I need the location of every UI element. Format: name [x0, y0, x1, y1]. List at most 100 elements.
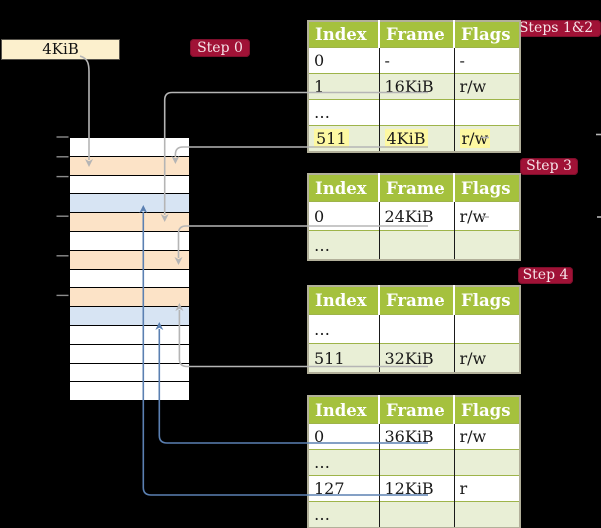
badge-step-3-label: Step 3 [526, 158, 572, 174]
table-row: 511 4KiB r/w [308, 125, 520, 152]
column-header-frame: Frame [378, 396, 454, 424]
badge-step-4: Step 4 [518, 266, 573, 284]
badge-step-3: Step 3 [520, 157, 578, 175]
cell-text: - [384, 51, 390, 70]
cell-frame [378, 501, 454, 528]
column-header-frame: Frame [378, 174, 454, 202]
frame-size-text: 4KiB [42, 40, 79, 58]
cell-flags: r/w [453, 423, 520, 450]
column-header-flags: Flags [453, 174, 520, 202]
cell-text: … [314, 505, 330, 524]
physical-memory-column [69, 137, 190, 402]
cell-frame [378, 449, 454, 476]
memory-frame-row-plain [69, 137, 190, 157]
cell-frame: - [378, 47, 454, 74]
cell-frame: 4KiB [378, 125, 454, 152]
column-header-index: Index [308, 21, 379, 48]
cell-text: … [314, 103, 330, 122]
memory-frame-row-mapped [69, 306, 190, 326]
memory-frame-row-mapped [69, 193, 190, 214]
cell-flags [453, 99, 520, 126]
cell-text: 127 [314, 479, 345, 498]
memory-frame-row-plain [69, 174, 190, 195]
cell-text: 0 [314, 51, 325, 70]
cell-frame: 32KiB [378, 343, 454, 373]
cell-text: r/w [459, 206, 487, 226]
cell-index: … [308, 501, 379, 528]
cell-index: 511 [308, 343, 379, 373]
cell-text: 511 [314, 129, 349, 148]
column-header-index: Index [308, 174, 379, 202]
column-header-index: Index [308, 286, 379, 315]
cell-flags: r/w [453, 73, 520, 100]
cell-flags: r/w [453, 125, 520, 152]
memory-frame-row-plain [69, 324, 190, 345]
table-row: 127 12KiB r [308, 475, 520, 502]
cell-text: r [459, 479, 468, 498]
badge-steps-1-2-label: Steps 1&2 [518, 20, 594, 37]
column-header-flags: Flags [453, 21, 520, 48]
cell-text: 16KiB [384, 77, 434, 96]
cell-text: 0 [314, 427, 325, 446]
column-header-index: Index [308, 396, 379, 424]
cell-frame [378, 314, 454, 344]
memory-frame-row-pagetable [69, 249, 190, 270]
cell-index: … [308, 230, 379, 260]
memory-frame-row-plain [69, 230, 190, 251]
cell-index: 0 [308, 47, 379, 74]
cell-index: … [308, 99, 379, 126]
cell-text: r/w [459, 129, 491, 148]
memory-frame-row-plain [69, 343, 190, 364]
memory-frame-row-pagetable [69, 212, 190, 232]
column-header-flags: Flags [453, 286, 520, 315]
cell-text: - [459, 51, 465, 70]
cell-index: 0 [308, 201, 379, 231]
memory-frame-row-plain [69, 268, 190, 289]
cell-frame: 12KiB [378, 475, 454, 502]
cell-flags: r [453, 475, 520, 502]
cell-text: 12KiB [384, 479, 434, 498]
cell-text: 32KiB [384, 348, 434, 368]
cell-frame [378, 230, 454, 260]
table-row: … [308, 449, 520, 476]
memory-frame-row-pagetable [69, 155, 190, 176]
cell-text: 1 [314, 77, 325, 96]
cell-text: 24KiB [384, 206, 434, 226]
cell-index: 511 [308, 125, 379, 152]
cell-flags [453, 501, 520, 528]
cell-text: 511 [314, 348, 345, 368]
cell-text: 0 [314, 206, 325, 226]
frame-size-label: 4KiB [1, 38, 120, 60]
cell-frame [378, 99, 454, 126]
cell-index: … [308, 449, 379, 476]
cell-flags: - [453, 47, 520, 74]
table-row: … [308, 230, 520, 260]
cell-text: … [314, 319, 330, 339]
cell-frame: 16KiB [378, 73, 454, 100]
table-row: 0 24KiB r/w [308, 201, 520, 231]
column-header-frame: Frame [378, 286, 454, 315]
column-header-flags: Flags [453, 396, 520, 424]
cell-text: r/w [459, 77, 487, 96]
cell-text: … [314, 453, 330, 472]
cell-index: 127 [308, 475, 379, 502]
cell-index: … [308, 314, 379, 344]
cell-flags [453, 230, 520, 260]
table-row: 0 36KiB r/w [308, 423, 520, 450]
cell-text: 36KiB [384, 427, 434, 446]
cell-text: r/w [459, 427, 487, 446]
badge-step-0-label: Step 0 [197, 39, 243, 56]
memory-frame-row-plain [69, 362, 190, 383]
cell-flags [453, 314, 520, 344]
